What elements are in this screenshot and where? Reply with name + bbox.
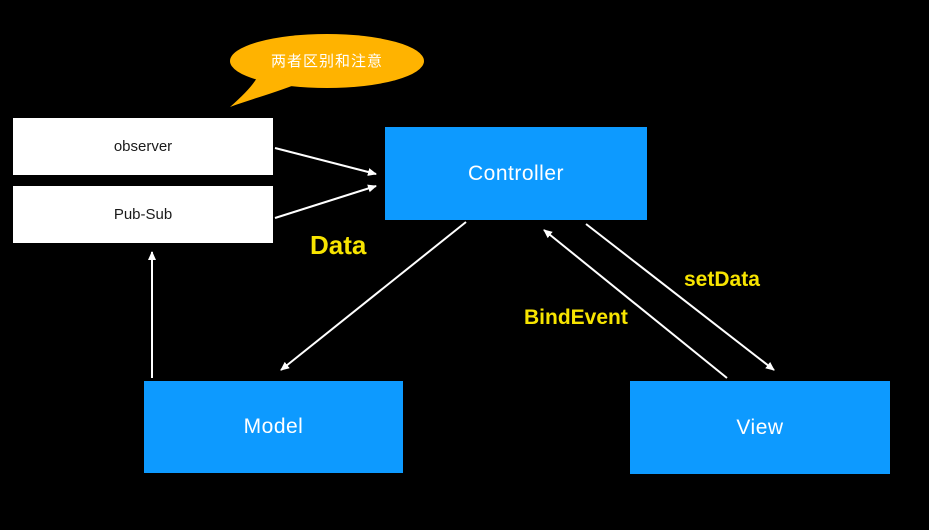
node-controller: Controller xyxy=(385,127,647,220)
node-pubsub-label: Pub-Sub xyxy=(113,206,173,223)
node-view: View xyxy=(630,381,890,474)
node-controller-label: Controller xyxy=(467,161,565,185)
edge-label-data: Data xyxy=(310,230,367,260)
edge-controller-to-model xyxy=(280,221,467,371)
node-pubsub: Pub-Sub xyxy=(13,186,273,243)
speech-bubble-tail xyxy=(230,70,302,107)
edge-label-bindevent: BindEvent xyxy=(524,306,628,329)
edge-controller-to-view xyxy=(585,223,775,371)
speech-bubble-text: 两者区别和注意 xyxy=(270,53,383,70)
edge-label-setdata: setData xyxy=(684,268,760,291)
node-view-label: View xyxy=(736,415,784,439)
speech-bubble-body xyxy=(230,34,424,88)
edge-pubsub-to-controller xyxy=(274,184,377,219)
edge-observer-to-controller xyxy=(274,147,377,176)
node-observer-label: observer xyxy=(113,138,173,155)
node-model: Model xyxy=(144,381,403,473)
node-observer: observer xyxy=(13,118,273,175)
node-model-label: Model xyxy=(243,415,304,438)
edge-view-to-controller xyxy=(543,229,728,379)
